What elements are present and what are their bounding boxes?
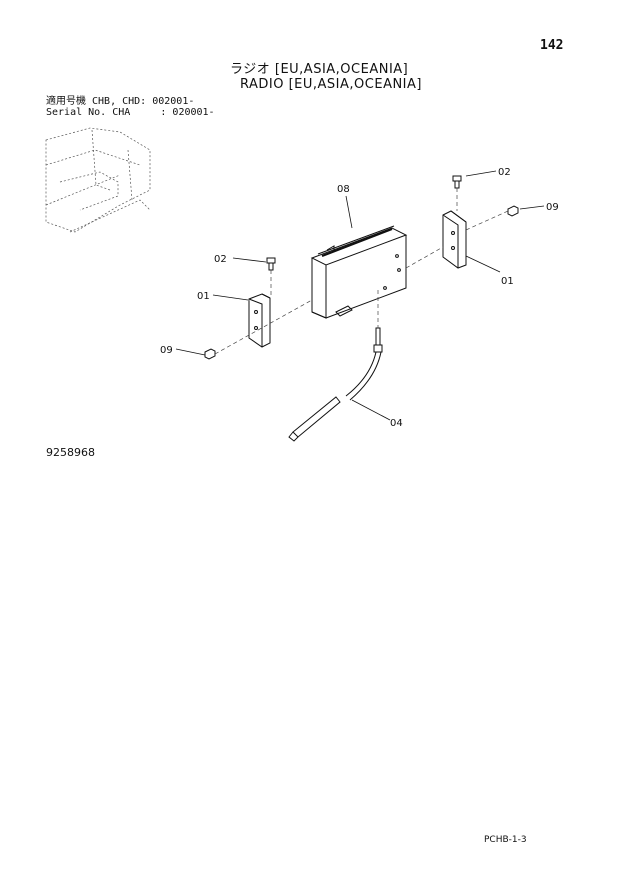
bracket-right [442,210,467,269]
screw-right [452,175,462,189]
callout-radio-box: 08 [337,184,350,195]
callout-nut-right: 09 [546,202,559,213]
callout-antenna-cable: 04 [390,418,403,429]
callout-screw-right: 02 [498,167,511,178]
nut-right [507,205,519,217]
bracket-left [248,293,271,348]
callout-nut-left: 09 [160,345,173,356]
applicable-serials: 適用号機 CHB, CHD: 002001- Serial No. CHA : … [46,96,215,118]
cab-reference-sketch [45,127,151,233]
callout-bracket-right: 01 [501,276,514,287]
page-code: PCHB-1-3 [484,835,527,845]
nut-left [204,348,216,360]
applicable-line-1: 適用号機 CHB, CHD: 002001- [46,96,195,107]
callout-screw-left: 02 [214,254,227,265]
antenna-cable [288,327,383,442]
drawing-number: 9258968 [46,446,95,459]
leader-lines [175,170,545,421]
screw-left [266,257,276,271]
radio-box [310,225,408,319]
assembly-center-lines [214,188,509,355]
title-japanese: ラジオ [EU,ASIA,OCEANIA] [230,62,409,77]
title-english: RADIO [EU,ASIA,OCEANIA] [240,77,422,92]
page-number: 142 [540,38,564,53]
callout-bracket-left: 01 [197,291,210,302]
applicable-line-2: Serial No. CHA : 020001- [46,107,215,118]
